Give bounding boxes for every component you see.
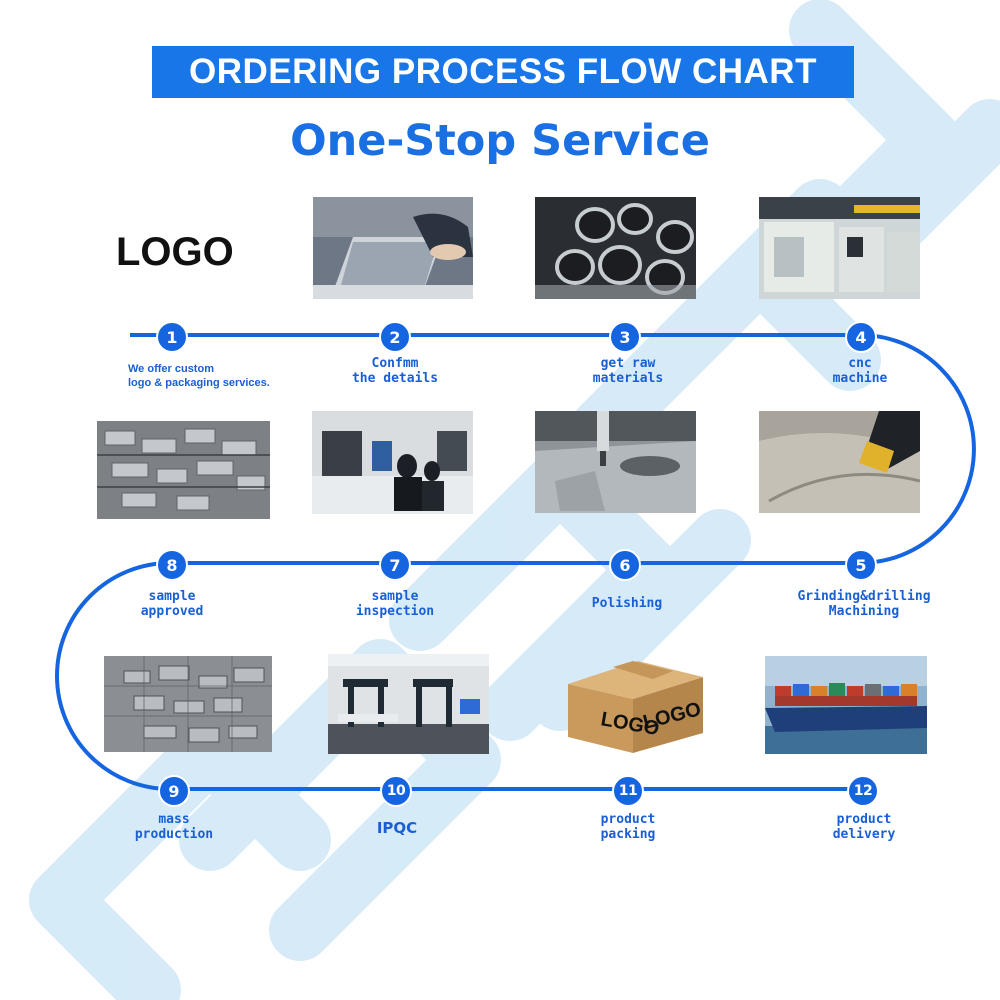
step-2-label: Confmm the details — [351, 356, 439, 386]
step-9-label: mass production — [134, 812, 214, 842]
photo-cnc-machines — [759, 197, 920, 299]
step-3-marker: 3 — [609, 321, 641, 353]
step-11-marker: 11 — [612, 775, 644, 807]
step-9-marker: 9 — [158, 775, 190, 807]
step-1-marker: 1 — [156, 321, 188, 353]
step-11-label: product packing — [600, 812, 656, 842]
step-8-label: sample approved — [140, 589, 204, 619]
step-10-marker: 10 — [380, 775, 412, 807]
photo-polishing-drill — [535, 411, 696, 513]
page-title: ORDERING PROCESS FLOW CHART — [152, 46, 854, 98]
photo-cardboard-box: LOGO LOGO — [563, 659, 706, 753]
page-subtitle: One-Stop Service — [290, 116, 710, 166]
step-6-marker: 6 — [609, 549, 641, 581]
photo-grinding-tool — [759, 411, 920, 513]
step-2-marker: 2 — [379, 321, 411, 353]
step-6-label: Polishing — [591, 596, 663, 611]
photo-cargo-ship — [765, 656, 927, 754]
photo-samples-basket — [97, 421, 270, 519]
step-5-marker: 5 — [845, 549, 877, 581]
step-1-label: We offer custom logo & packaging service… — [128, 363, 270, 389]
photo-steel-tubes — [535, 197, 696, 299]
step-12-label: product delivery — [832, 812, 896, 842]
photo-laptop-meeting — [313, 197, 473, 299]
step-8-marker: 8 — [156, 549, 188, 581]
step-4-marker: 4 — [845, 321, 877, 353]
step-4-label: cnc machine — [832, 356, 888, 386]
step-7-label: sample inspection — [355, 589, 435, 619]
step-10-label: IPQC — [376, 819, 418, 837]
photo-mass-production-parts — [104, 656, 272, 752]
photo-ipqc-cmm — [328, 654, 489, 754]
step-3-label: get raw materials — [592, 356, 664, 386]
step-7-marker: 7 — [379, 549, 411, 581]
step-5-label: Grinding&drilling Machining — [797, 589, 931, 619]
step-12-marker: 12 — [847, 775, 879, 807]
logo-placeholder: LOGO — [116, 230, 234, 274]
photo-inspection-lab — [312, 411, 473, 514]
